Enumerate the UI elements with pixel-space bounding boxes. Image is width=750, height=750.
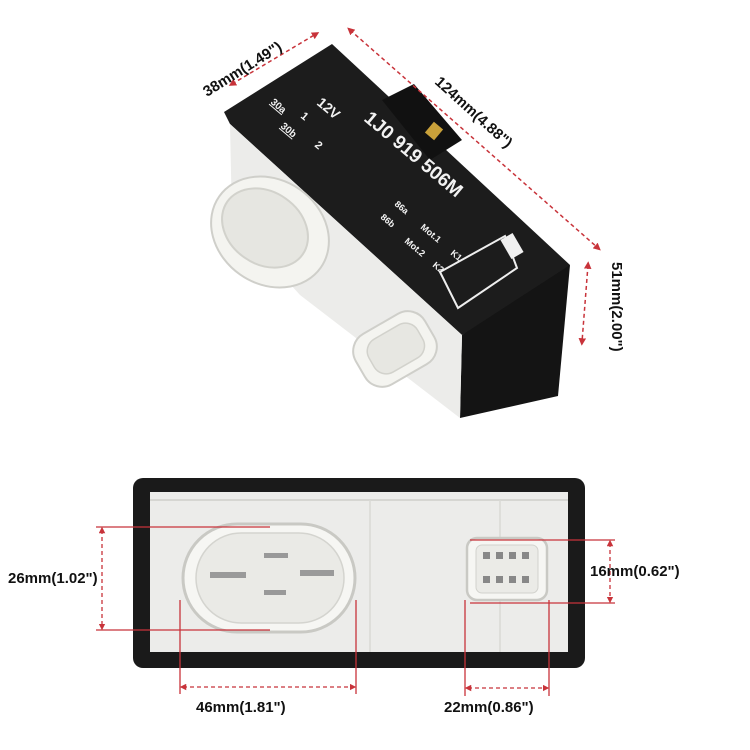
housing-side-face [460,265,570,418]
dim-height-label: 51mm(2.00") [608,262,625,352]
pin-blade [300,570,334,576]
small-connector [352,310,438,388]
dim-big-width-label: 46mm(1.81") [196,699,286,716]
pin-blade [264,590,286,595]
bottom-dimension-lines [96,526,615,696]
top-dimension-lines [228,27,601,346]
small-connector-bottom [465,536,549,602]
large-connector-bottom [181,522,357,634]
relay-module-bottom-view [133,478,585,668]
dim-small-height-label: 16mm(0.62") [590,563,680,580]
large-connector [210,175,330,289]
pin-blade [210,572,246,578]
pin-blade [264,553,288,558]
dim-big-height-label: 26mm(1.02") [8,570,98,587]
dim-small-width-label: 22mm(0.86") [444,699,534,716]
relay-module-top-view: 1J0 919 506M 12V 30a 30b 1 2 86a 86b Mot… [210,44,570,418]
